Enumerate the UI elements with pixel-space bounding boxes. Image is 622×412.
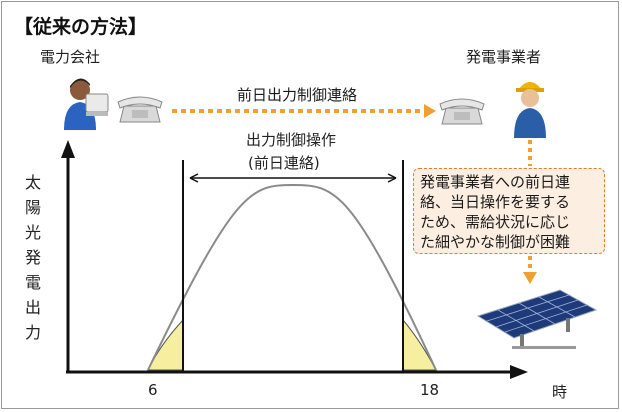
solar-panel-icon [476,289,598,349]
previous-day-contact-note: (前日連絡) [248,154,320,172]
generation-curve [147,183,437,371]
previous-day-contact-label: 前日出力制御連絡 [237,86,358,104]
curtailed-area-left [147,318,184,371]
y-axis-char: 光 [24,223,41,242]
callout-line: 発電事業者への前日連 [420,173,571,191]
operator-icon [64,78,109,130]
curtailed-area-right [402,318,437,371]
y-axis-char: 出 [24,298,41,317]
callout-line: ため、需給状況に応じ [420,213,571,231]
y-axis-char: 太 [24,173,41,192]
worker-icon [514,82,546,138]
callout-box: 発電事業者への前日連 絡、当日操作を要する ため、需給状況に応じ た細やかな制御… [413,168,605,254]
section-title: 【従来の方法】 [14,16,148,38]
telephone-icon [117,96,163,123]
generator-label: 発電事業者 [466,48,542,66]
power-company-label: 電力会社 [40,48,101,66]
output-control-operation-label: 出力制御操作 [246,131,337,149]
x-tick-18: 18 [420,381,440,399]
y-axis-char: 力 [24,323,41,342]
y-axis-label: 太 陽 光 発 電 出 力 [23,170,43,345]
y-axis-char: 陽 [24,198,41,217]
telephone-icon [439,98,485,125]
x-axis-label: 時 [552,383,568,401]
y-axis-char: 発 [24,248,41,267]
x-tick-6: 6 [148,381,158,399]
callout-line: た細やかな制御が困難 [420,233,571,251]
callout-line: 絡、当日操作を要する [420,193,571,211]
y-axis-char: 電 [24,273,41,292]
